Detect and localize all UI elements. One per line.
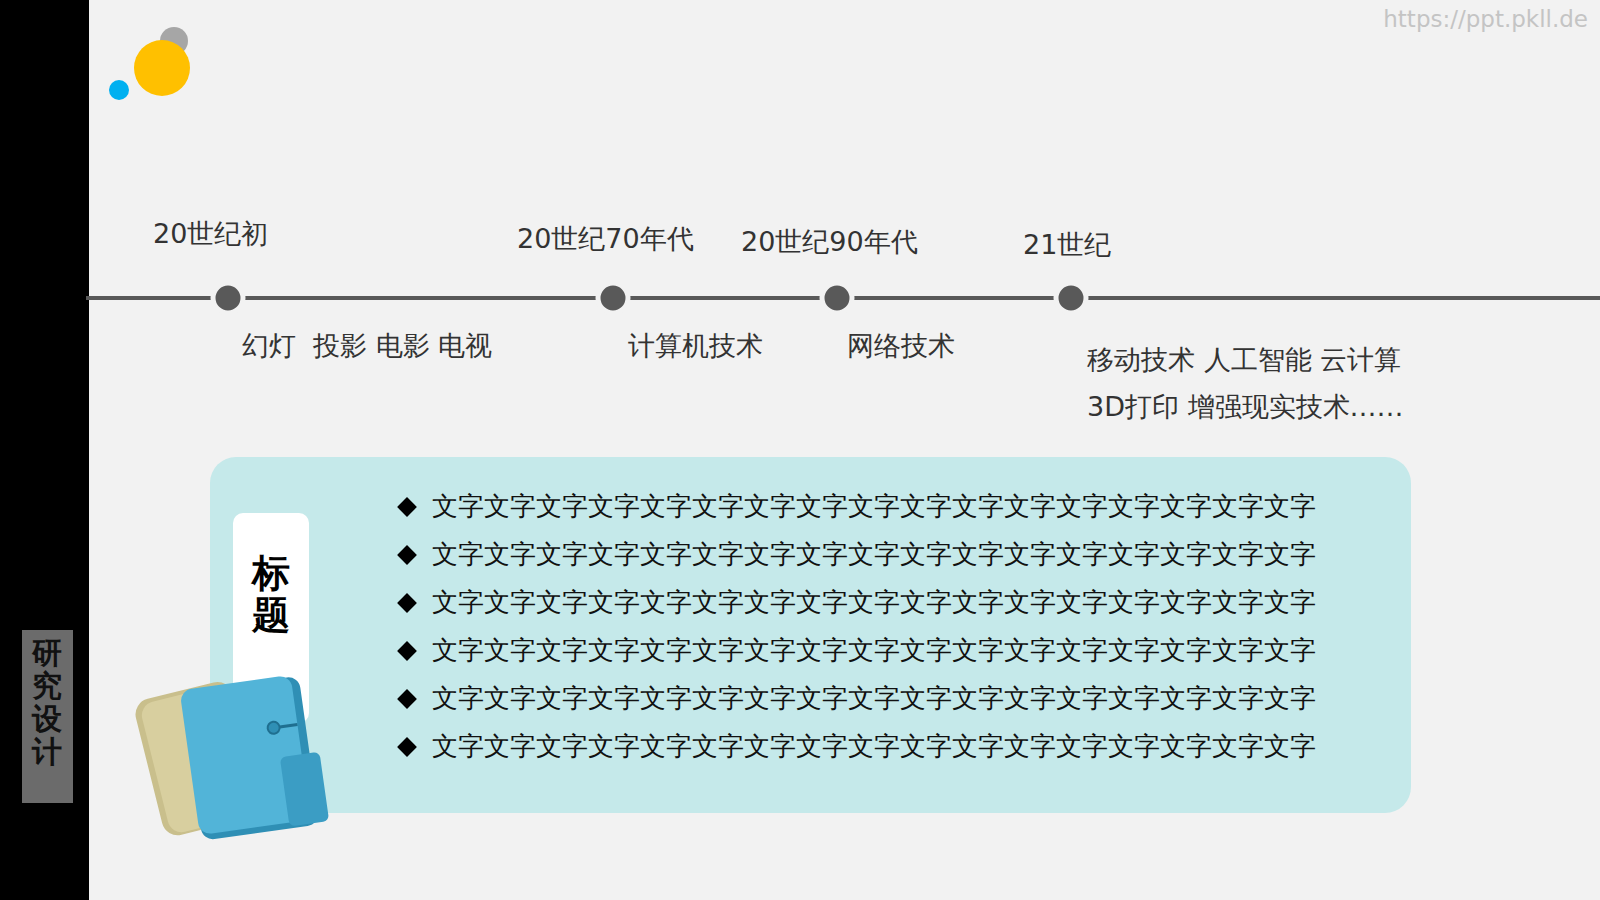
bullet-diamond [397, 737, 417, 757]
bullet-text: 文字文字文字文字文字文字文字文字文字文字文字文字文字文字文字文字文字 [432, 537, 1316, 572]
bullet-diamond [397, 545, 417, 565]
tech-label: 计算机技术 [628, 328, 763, 364]
bullet-row: 文字文字文字文字文字文字文字文字文字文字文字文字文字文字文字文字文字 [400, 489, 1316, 524]
section-label: 研究设计 [22, 630, 73, 803]
bullet-row: 文字文字文字文字文字文字文字文字文字文字文字文字文字文字文字文字文字 [400, 537, 1316, 572]
bullet-text: 文字文字文字文字文字文字文字文字文字文字文字文字文字文字文字文字文字 [432, 585, 1316, 620]
timeline-dot [1056, 283, 1086, 313]
section-text: 研究设计 [32, 636, 62, 768]
tech-label: 移动技术 人工智能 云计算 3D打印 增强现实技术…… [1087, 336, 1427, 431]
bullet-diamond [397, 641, 417, 661]
bullet-text: 文字文字文字文字文字文字文字文字文字文字文字文字文字文字文字文字文字 [432, 633, 1316, 668]
bullet-row: 文字文字文字文字文字文字文字文字文字文字文字文字文字文字文字文字文字 [400, 585, 1316, 620]
tab-title: 标题 [252, 553, 290, 637]
tech-label: 网络技术 [847, 328, 955, 364]
bullet-text: 文字文字文字文字文字文字文字文字文字文字文字文字文字文字文字文字文字 [432, 729, 1316, 764]
left-bar [0, 0, 89, 900]
bullet-diamond [397, 593, 417, 613]
folder-illustration [130, 660, 350, 850]
bullet-diamond [397, 497, 417, 517]
era-label: 20世纪70年代 [517, 221, 694, 257]
timeline-dot [213, 283, 243, 313]
watermark: https://ppt.pkll.de [1383, 6, 1588, 32]
bullet-text: 文字文字文字文字文字文字文字文字文字文字文字文字文字文字文字文字文字 [432, 489, 1316, 524]
bullet-diamond [397, 689, 417, 709]
era-label: 21世纪 [1023, 227, 1111, 263]
era-label: 20世纪90年代 [741, 224, 918, 260]
tech-label: 幻灯 投影 电影 电视 [242, 328, 492, 364]
bullet-row: 文字文字文字文字文字文字文字文字文字文字文字文字文字文字文字文字文字 [400, 681, 1316, 716]
content-panel: 标题文字文字文字文字文字文字文字文字文字文字文字文字文字文字文字文字文字文字文字… [210, 457, 1411, 813]
yellow-dot [134, 40, 190, 96]
blue-dot [109, 80, 129, 100]
bullet-row: 文字文字文字文字文字文字文字文字文字文字文字文字文字文字文字文字文字 [400, 729, 1316, 764]
timeline-dot [822, 283, 852, 313]
era-label: 20世纪初 [153, 216, 268, 252]
bullet-text: 文字文字文字文字文字文字文字文字文字文字文字文字文字文字文字文字文字 [432, 681, 1316, 716]
timeline-dot [598, 283, 628, 313]
bullet-row: 文字文字文字文字文字文字文字文字文字文字文字文字文字文字文字文字文字 [400, 633, 1316, 668]
